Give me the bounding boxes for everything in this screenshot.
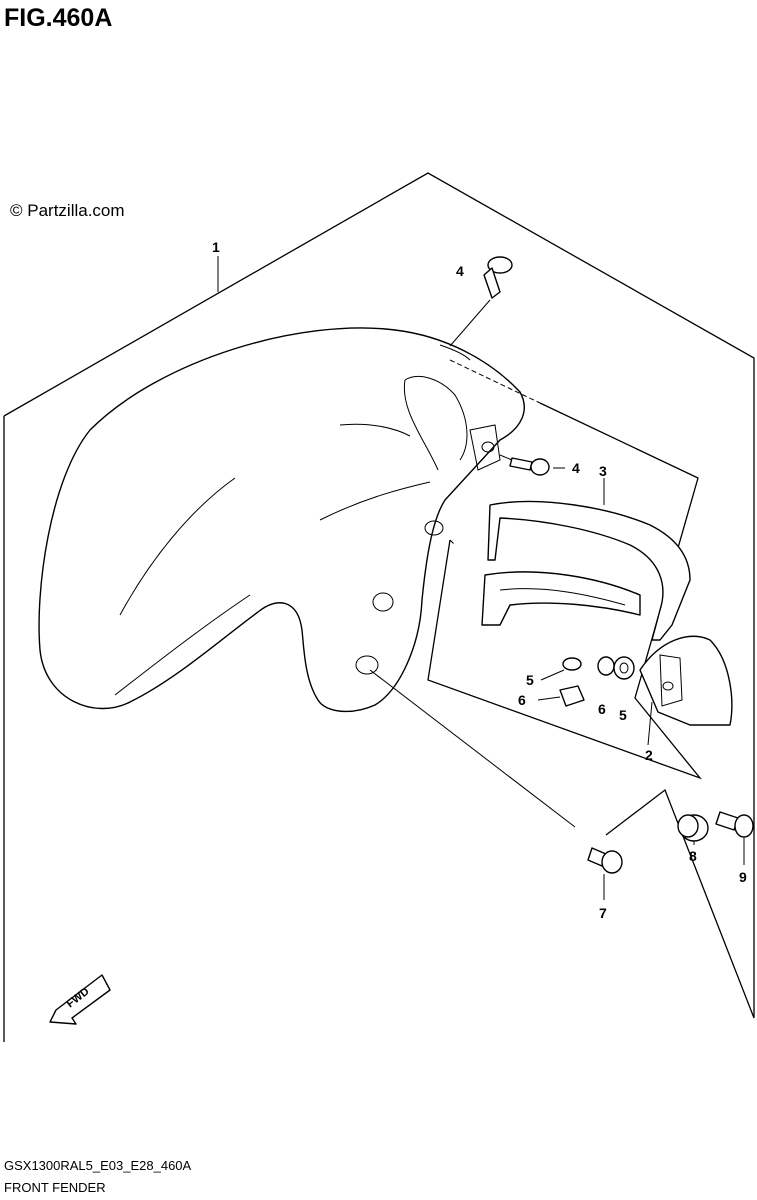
callout-4-top: 4 [456,263,464,279]
bolt-part-4-mid[interactable] [509,457,550,476]
leader-line [369,669,576,828]
section-name: FRONT FENDER [4,1180,106,1195]
callout-9: 9 [739,869,747,885]
callout-1: 1 [212,239,220,255]
callout-2: 2 [645,747,653,763]
bolt-part-9[interactable] [715,811,754,838]
copyright-notice: © Partzilla.com [10,201,125,220]
callout-5-left: 5 [526,672,534,688]
bolt-part-7[interactable] [587,847,623,874]
leader-line [537,696,561,701]
callout-6-right: 6 [598,701,606,717]
leader-line [540,669,565,681]
callout-4-mid: 4 [572,460,580,476]
callout-7: 7 [599,905,607,921]
leader-line [647,701,653,746]
callout-5-right: 5 [619,707,627,723]
leader-line [449,299,491,347]
washer-part-5-left[interactable] [562,657,582,671]
subassembly-frame [427,402,702,780]
inner-fender-bracket-part[interactable] [481,500,691,641]
model-code: GSX1300RAL5_E03_E28_460A [4,1158,192,1173]
rear-fender-cover-part[interactable] [639,635,733,726]
forward-direction-arrow: FWD [49,974,111,1025]
washer-part-5-right[interactable] [613,656,635,680]
nut-part-6-left[interactable] [559,685,585,707]
callout-3: 3 [599,463,607,479]
grommet-part-8[interactable] [677,814,709,842]
assembly-frame [3,172,755,1019]
assembly-guide-dashed [449,539,456,546]
assembly-guide-dashed [449,359,541,404]
callout-6-left: 6 [518,692,526,708]
callout-8: 8 [689,848,697,864]
front-fender-part[interactable] [38,327,525,713]
nut-part-6-right[interactable] [597,656,615,676]
figure-title: FIG.460A [4,4,112,32]
leader-line [499,454,513,461]
screw-part-4-top[interactable] [483,256,513,299]
